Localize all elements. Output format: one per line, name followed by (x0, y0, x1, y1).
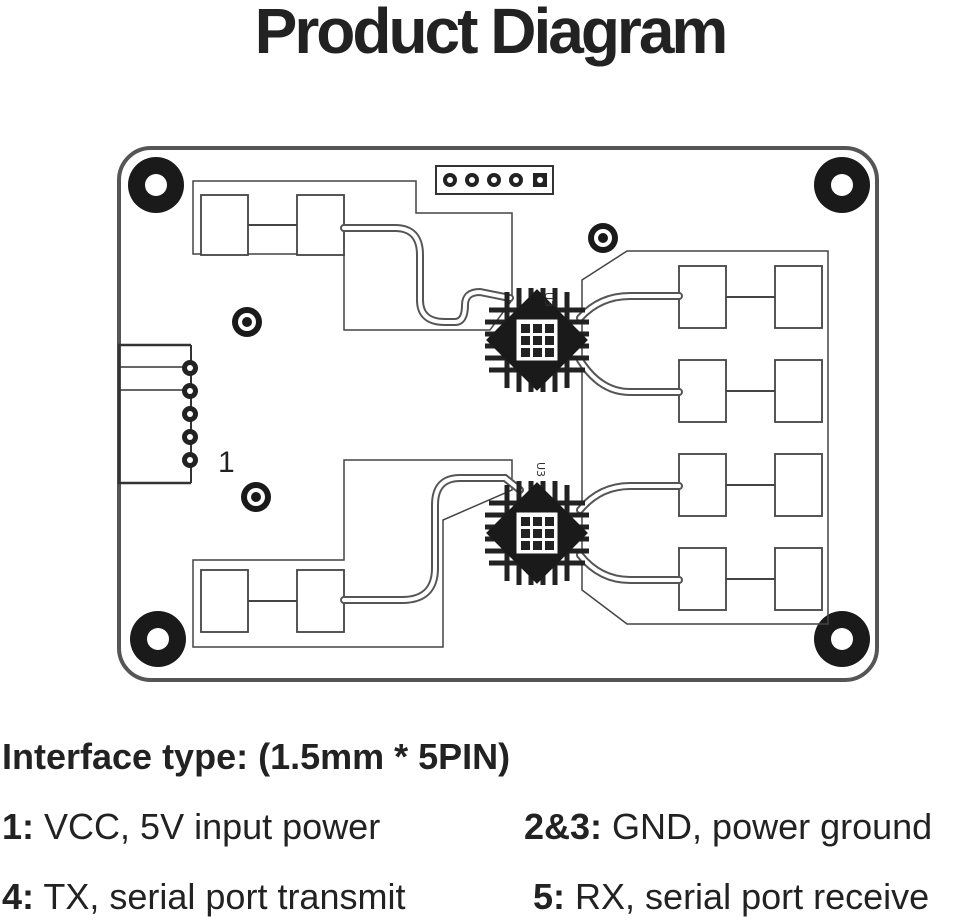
connector-pin1-label: 1 (218, 446, 235, 479)
via-1 (232, 307, 262, 337)
chip-u3-bottom-label: U3 (534, 462, 547, 477)
mounting-hole-top-right (814, 157, 870, 213)
right-copper-region (581, 250, 829, 625)
interface-connector-5pin: 1 (117, 343, 235, 485)
mounting-hole-bottom-left (130, 611, 186, 667)
interface-heading: Interface type: (1.5mm * 5PIN) (2, 736, 511, 777)
pin-2-3-text: GND, power ground (612, 806, 933, 847)
pin-4-number: 4: (2, 876, 35, 917)
top-header-5pin (435, 165, 554, 195)
pin-2-3-description: 2&3: GND, power ground (524, 806, 932, 848)
top-left-copper-region (192, 180, 513, 331)
page-title: Product Diagram (254, 0, 729, 67)
mounting-hole-bottom-right (814, 611, 870, 667)
antenna-pads (200, 194, 823, 633)
via-3 (588, 223, 618, 253)
pin-1-text: VCC, 5V input power (44, 806, 381, 847)
pin-5-number: 5: (533, 876, 566, 917)
pcb-board-diagram: 1 (117, 146, 879, 682)
chip-u3-top-label: U3 (542, 292, 555, 307)
antenna-pad-links (248, 224, 775, 602)
pin-5-description: 5: RX, serial port receive (533, 876, 929, 918)
pin-4-text: TX, serial port transmit (43, 876, 406, 917)
mounting-hole-top-left (128, 157, 184, 213)
pin-5-text: RX, serial port receive (575, 876, 930, 917)
pin-1-description: 1: VCC, 5V input power (2, 806, 380, 848)
via-2 (241, 482, 271, 512)
pin-1-number: 1: (2, 806, 35, 847)
pin-2-3-number: 2&3: (524, 806, 603, 847)
bottom-left-copper-region (192, 459, 513, 648)
pin-4-description: 4: TX, serial port transmit (2, 876, 405, 918)
